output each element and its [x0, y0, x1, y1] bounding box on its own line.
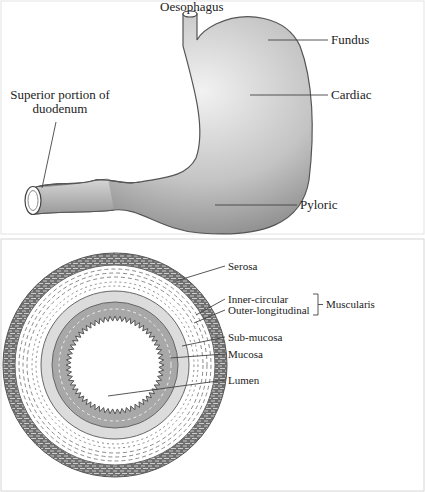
layer-label: Sub-mucosa: [228, 331, 318, 343]
layer-label: Mucosa: [228, 348, 318, 360]
stomach-part-label: Oesophagus: [160, 0, 240, 14]
stomach-illustration: [25, 11, 312, 234]
panel-frame: [1, 239, 424, 491]
stomach-part-label: Fundus: [331, 33, 411, 47]
layer-label: Inner-circular: [228, 293, 318, 305]
leader-lines: [108, 266, 323, 396]
leader-lines: [42, 40, 328, 205]
layer-label: Outer-longitudinal: [228, 304, 318, 316]
layer-label: Serosa: [228, 260, 318, 272]
muscularis-bracket: [313, 294, 323, 315]
stomach-part-label: Cardiac: [331, 88, 411, 102]
duodenum-cut: [25, 187, 41, 215]
panel-frame: [1, 1, 424, 234]
layer-label: Muscularis: [326, 298, 416, 310]
stomach-part-label: Pyloric: [300, 198, 380, 212]
lumen-villi: [66, 316, 164, 414]
gut-cross-section: [3, 253, 227, 477]
stomach-part-label: Superior portion of duodenum: [10, 88, 110, 117]
layer-label: Lumen: [228, 374, 318, 386]
